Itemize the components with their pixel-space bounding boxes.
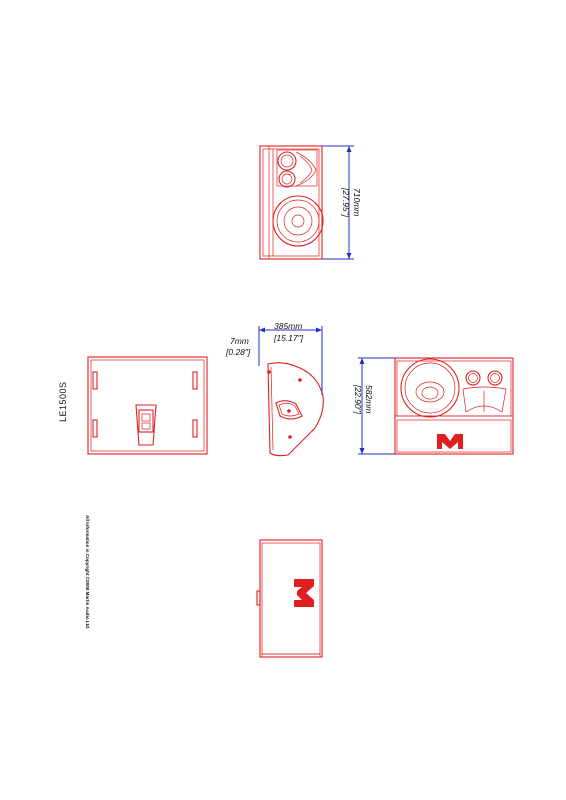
tilt-dimension-mm: 7mm — [230, 336, 249, 346]
top-view — [256, 539, 323, 658]
height-dimension-mm: 710mm — [352, 188, 362, 216]
copyright-notice: All Information is Copyright ©2008 Marti… — [85, 515, 91, 629]
rear-view: LE1500S — [58, 356, 208, 455]
front-view-right: 582mm [22.90"] — [353, 357, 514, 455]
width-dimension-mm: 582mm — [364, 385, 374, 413]
height-dimension-in: [27.95"] — [341, 187, 351, 218]
front-view-top: 710mm [27.95"] — [259, 145, 362, 260]
model-name: LE1500S — [58, 381, 68, 422]
side-view: 385mm [15.17"] 7mm [0.28"] — [225, 321, 324, 457]
depth-dimension-mm: 385mm — [274, 321, 302, 331]
tilt-dimension-in: [0.28"] — [225, 347, 251, 357]
width-dimension-in: [22.90"] — [353, 384, 363, 415]
depth-dimension-in: [15.17"] — [273, 333, 304, 343]
